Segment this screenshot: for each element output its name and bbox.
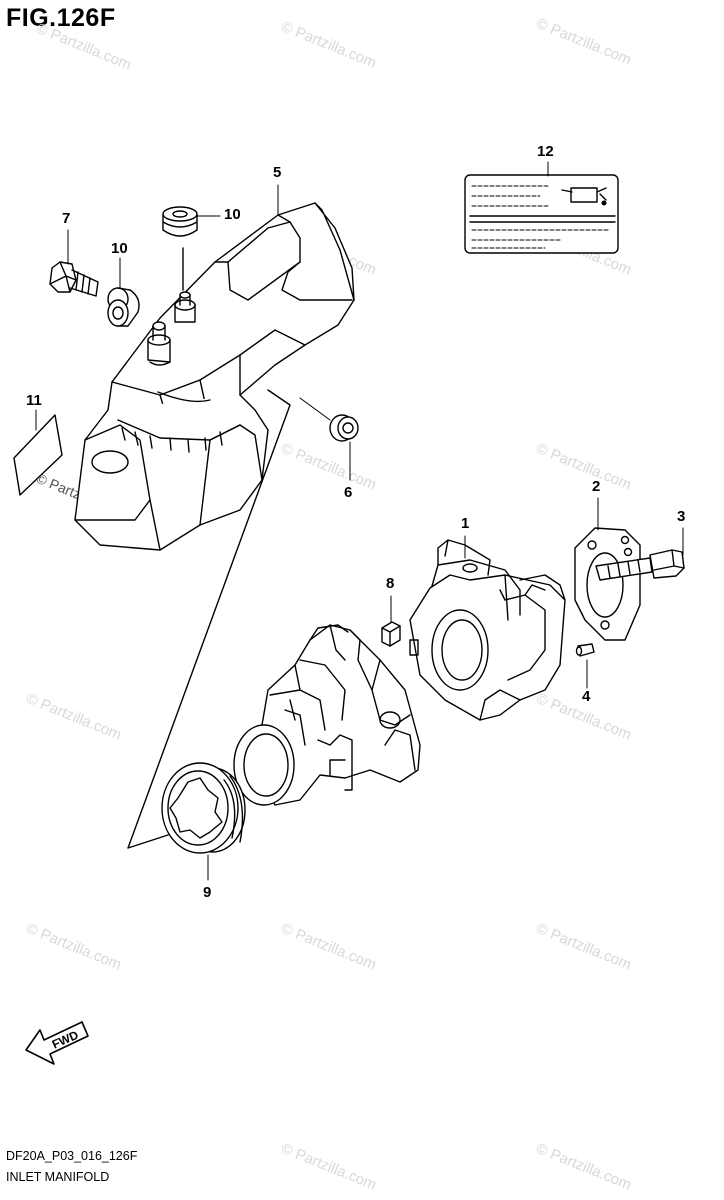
callout-4: 4 — [582, 688, 591, 705]
part-11-label — [13, 414, 63, 496]
diagram-caption: INLET MANIFOLD — [6, 1170, 110, 1184]
callout-5: 5 — [273, 164, 282, 181]
callout-6: 6 — [344, 484, 353, 501]
part-6-grommet — [329, 414, 359, 442]
callout-3: 3 — [677, 508, 686, 525]
callout-7: 7 — [62, 210, 71, 227]
callout-8: 8 — [386, 575, 395, 592]
part-8-cap — [381, 621, 401, 647]
figure-title: FIG.126F — [6, 4, 116, 32]
callout-10-side: 10 — [111, 240, 128, 257]
part-5-intake-silencer — [74, 202, 355, 551]
part-10-grommet-side — [107, 287, 140, 327]
part-12-caution-label — [464, 174, 619, 254]
diagram-code: DF20A_P03_016_126F — [6, 1149, 138, 1163]
leader-lines — [35, 161, 684, 881]
part-9-flange — [161, 762, 246, 854]
fwd-arrow-icon: FWD — [25, 1021, 89, 1065]
intake-manifold — [233, 624, 421, 806]
callout-12: 12 — [537, 143, 554, 160]
callout-1: 1 — [461, 515, 470, 532]
part-7-bolt — [49, 261, 99, 297]
callout-11: 11 — [26, 392, 42, 409]
part-2-gasket — [574, 527, 641, 641]
part-4-pin — [575, 643, 595, 657]
part-10-grommet-top — [162, 206, 198, 237]
callout-2: 2 — [592, 478, 601, 495]
part-3-bolt — [595, 549, 685, 581]
fwd-label: FWD — [50, 1028, 81, 1052]
callout-9: 9 — [203, 884, 212, 901]
assembly-leader — [127, 389, 291, 849]
part-1-throttle-body — [409, 539, 566, 721]
callout-10-top: 10 — [224, 206, 241, 223]
